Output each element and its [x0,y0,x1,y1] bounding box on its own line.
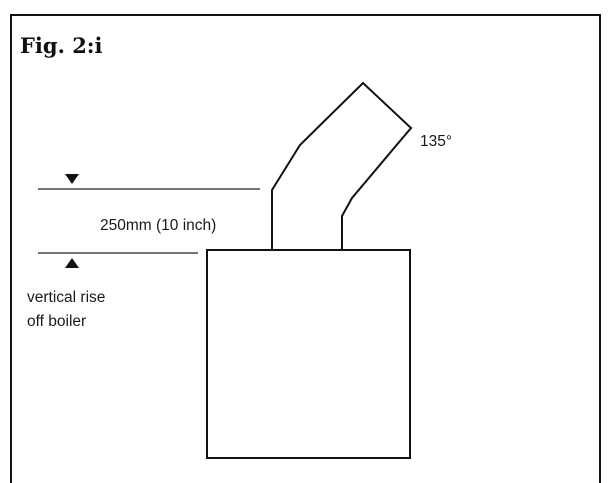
figure-frame [10,14,601,483]
flue-pipe-right-wall [341,126,413,251]
boiler-body [206,249,411,459]
vertical-rise-label-line2: off boiler [27,313,86,330]
vertical-rise-label-line1: vertical rise [27,289,105,306]
angle-label: 135° [420,133,452,150]
flue-pipe [271,81,413,251]
flue-pipe-left-wall [271,81,413,251]
dimension-label: 250mm (10 inch) [100,217,216,234]
arrow-up-icon [65,258,79,268]
arrow-down-icon [65,174,79,184]
figure-title: Fig. 2:i [20,33,103,58]
